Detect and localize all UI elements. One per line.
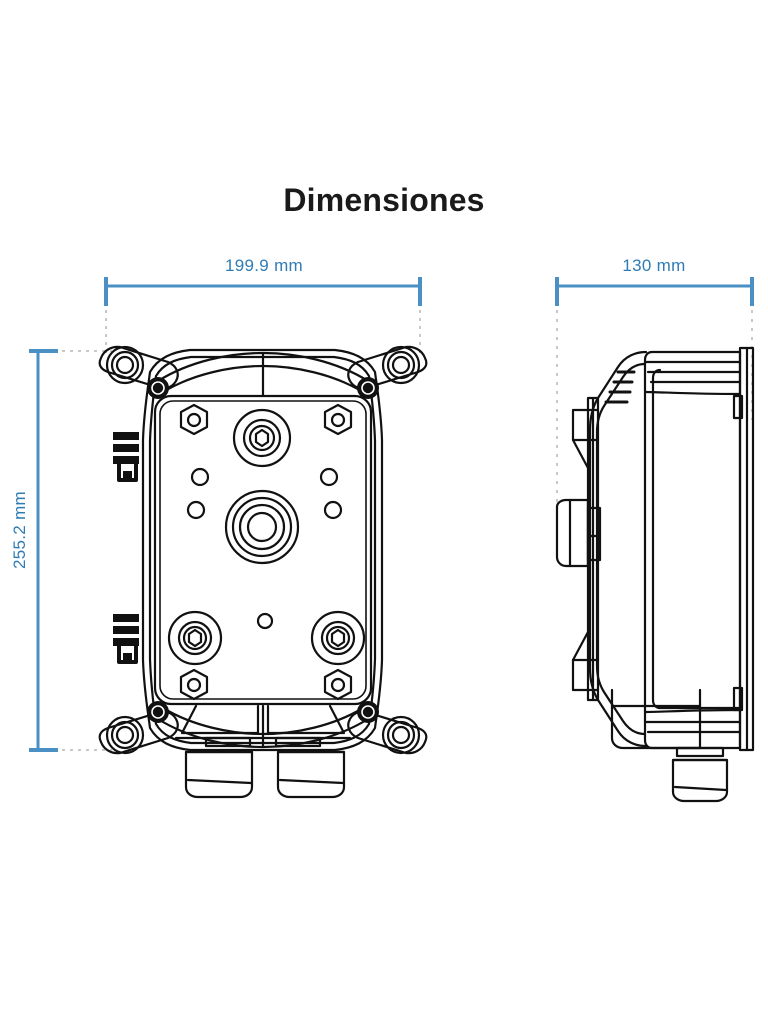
bottom-bevel-right xyxy=(266,704,346,735)
mounting-ear-top-right xyxy=(347,345,428,390)
corner-screw-bottom-right xyxy=(357,701,379,723)
cable-gland-left xyxy=(184,736,254,799)
dimension-line-depth xyxy=(555,277,754,306)
faceplate-hole-right-lower xyxy=(323,500,343,520)
dimension-line-width xyxy=(104,277,422,306)
page-title: Dimensiones xyxy=(283,182,485,218)
side-enclosure-body-inner xyxy=(651,368,742,710)
side-view xyxy=(555,346,755,803)
faceplate-hole-left-upper xyxy=(190,467,210,487)
side-front-shell xyxy=(588,350,648,748)
hex-bolt-top-left xyxy=(179,403,209,436)
mounting-ear-bottom-left xyxy=(98,710,179,755)
side-bracket-arm-upper xyxy=(571,408,600,442)
side-tab-lower xyxy=(732,686,744,712)
faceplate-hole-center xyxy=(256,612,274,630)
center-port-upper xyxy=(232,408,292,468)
hex-bolt-bottom-left xyxy=(179,668,209,701)
front-faceplate xyxy=(153,394,373,706)
side-connector-body xyxy=(586,506,602,562)
dimension-line-height xyxy=(29,349,58,752)
corner-screw-top-right xyxy=(357,377,379,399)
hex-bolt-bottom-right xyxy=(323,668,353,701)
side-enclosure-body xyxy=(643,350,742,750)
side-bracket-arm-upper2 xyxy=(571,438,590,470)
bottom-bevel-left xyxy=(180,704,260,735)
side-lower-housing xyxy=(610,688,702,750)
faceplate-hole-right-upper xyxy=(319,467,339,487)
side-bracket-arm-lower2 xyxy=(571,630,590,662)
mounting-ear-bottom-right xyxy=(347,710,428,755)
lower-port-right xyxy=(310,610,366,666)
front-outer-shell xyxy=(141,348,384,752)
side-connector-left xyxy=(555,498,590,568)
dimension-label-width: 199.9 mm xyxy=(225,256,303,275)
dimension-label-depth: 130 mm xyxy=(622,256,686,275)
cable-gland-right xyxy=(274,736,346,799)
front-outer-shell-inner xyxy=(148,355,377,745)
side-bracket-arm-lower xyxy=(571,658,600,692)
side-front-shell-inner xyxy=(595,362,647,736)
faceplate-hole-left-lower xyxy=(186,500,206,520)
front-view xyxy=(98,345,428,799)
side-shell-hatch xyxy=(604,370,636,404)
front-faceplate-inner xyxy=(159,400,367,700)
lower-port-left xyxy=(167,610,223,666)
side-tab-upper xyxy=(732,394,744,420)
center-port-main xyxy=(224,489,300,565)
hex-bolt-top-right xyxy=(323,403,353,436)
corner-screw-bottom-left xyxy=(147,701,169,723)
side-connector-upper xyxy=(113,432,139,482)
mounting-ear-top-left xyxy=(98,345,179,390)
side-cable-gland xyxy=(671,746,729,803)
side-top-shoulder xyxy=(643,390,742,396)
corner-screw-top-left xyxy=(147,377,169,399)
side-connector-lower xyxy=(113,614,139,664)
side-bottom-shoulder xyxy=(643,708,742,714)
